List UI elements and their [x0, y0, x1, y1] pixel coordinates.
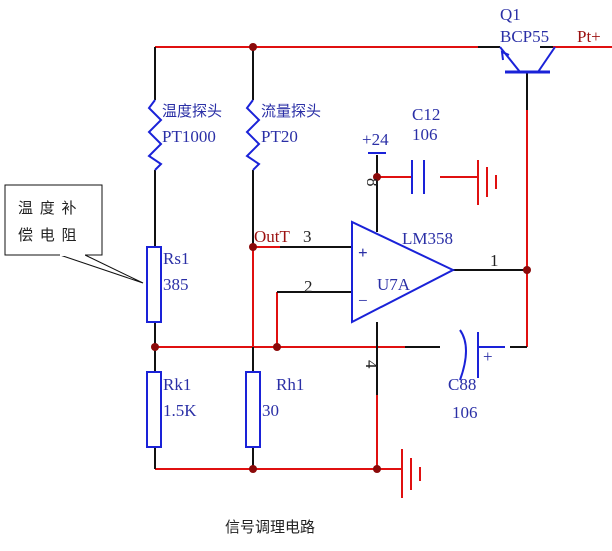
- q1-part: BCP55: [500, 27, 549, 46]
- c12-ref: C12: [412, 105, 440, 124]
- pt20-resistor: [245, 99, 261, 171]
- net-pt-plus: Pt+: [577, 27, 601, 46]
- opamp-plus: +: [358, 243, 368, 262]
- pin-8: 8: [363, 178, 382, 187]
- rk1-ref: Rk1: [163, 375, 191, 394]
- rk1-resistor: [146, 371, 162, 448]
- pin-2: 2: [304, 277, 313, 296]
- rs1-resistor: [146, 246, 162, 323]
- pin-4: 4: [362, 360, 381, 369]
- junctions: [151, 43, 531, 473]
- wires: [155, 46, 612, 470]
- callout-line1: 温 度 补: [18, 199, 78, 217]
- net-outt: OutT: [254, 227, 291, 246]
- rk1-value: 1.5K: [163, 401, 197, 420]
- temp-probe-name: 温度探头: [162, 102, 222, 120]
- opamp-ref: U7A: [377, 275, 411, 294]
- c88-ref: C88: [448, 375, 476, 394]
- temp-probe-value: PT1000: [162, 127, 216, 146]
- supply-label: +24: [362, 130, 389, 149]
- opamp-triangle: [351, 220, 456, 324]
- callout-box: [4, 184, 144, 284]
- rh1-resistor: [245, 371, 261, 448]
- callout-line2: 偿 电 阻: [18, 226, 78, 244]
- q1-ref: Q1: [500, 5, 521, 24]
- rh1-ref: Rh1: [276, 375, 304, 394]
- pin-3: 3: [303, 227, 312, 246]
- components: [146, 46, 556, 448]
- caption: 信号调理电路: [225, 518, 315, 536]
- flow-probe-value: PT20: [261, 127, 298, 146]
- pt1000-resistor: [147, 99, 163, 171]
- c88-value: 106: [452, 403, 478, 422]
- rh1-value: 30: [262, 401, 279, 420]
- pin-1: 1: [490, 251, 499, 270]
- rs1-ref: Rs1: [163, 249, 189, 268]
- flow-probe-name: 流量探头: [261, 102, 321, 120]
- ground-symbols: [401, 160, 497, 498]
- c12-value: 106: [412, 125, 438, 144]
- rs1-value: 385: [163, 275, 189, 294]
- opamp-minus: −: [358, 291, 368, 310]
- opamp-part: LM358: [402, 229, 453, 248]
- leads: [154, 46, 553, 469]
- c88-polarity: +: [483, 347, 493, 366]
